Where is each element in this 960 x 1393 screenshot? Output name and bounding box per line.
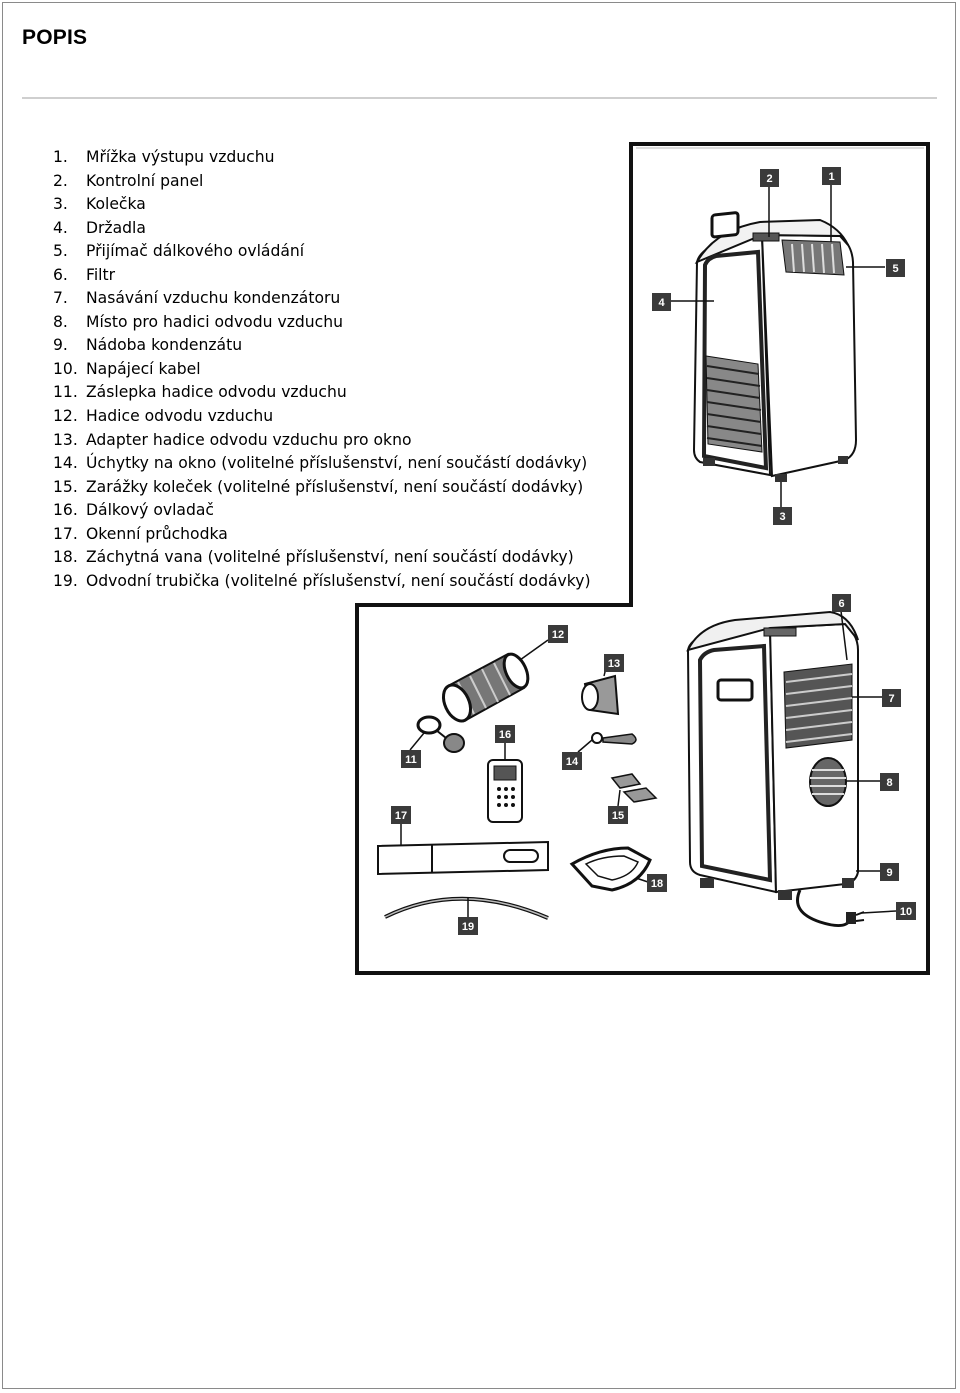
svg-text:3: 3 [779,511,785,523]
list-item: 2.Kontrolní panel [53,171,204,190]
unit-front-view [670,185,885,507]
drip-tray [569,846,652,892]
svg-text:1: 1 [828,171,834,183]
list-item: 13.Adapter hadice odvodu vzduchu pro okn… [53,430,412,449]
svg-text:11: 11 [405,754,417,766]
parts-list: 1.Mřížka výstupu vzduchu 2.Kontrolní pan… [53,146,591,593]
window-clip [577,732,637,753]
callout-19: 19 [458,917,478,935]
list-item: 3.Kolečka [53,195,146,214]
svg-text:8: 8 [886,777,892,789]
list-item: 1.Mřížka výstupu vzduchu [53,148,275,166]
unit-back-view [686,610,897,927]
drain-tube [384,896,549,920]
list-item: 8.Místo pro hadici odvodu vzduchu [53,312,343,331]
callout-6: 6 [832,594,851,612]
list-item: 17.Okenní průchodka [53,524,228,543]
callout-8: 8 [880,773,899,791]
list-item: 10.Napájecí kabel [53,359,201,378]
callout-5: 5 [886,259,905,277]
svg-text:5: 5 [892,263,898,275]
list-item: 7.Nasávání vzduchu kondenzátoru [53,289,341,308]
svg-text:12: 12 [552,629,564,641]
svg-text:13: 13 [608,658,620,670]
window-slider-kit [377,824,549,876]
list-item: 19.Odvodní trubička (volitelné příslušen… [53,571,591,590]
list-item: 18.Záchytná vana (volitelné příslušenstv… [53,548,574,567]
callout-14: 14 [562,752,582,770]
svg-text:4: 4 [658,297,665,309]
callout-1: 1 [822,167,841,185]
callout-10: 10 [896,902,916,920]
list-item: 16.Dálkový ovladač [53,501,215,520]
illustration-frame [355,142,930,975]
window-adapter [581,667,620,716]
list-item: 12.Hadice odvodu vzduchu [53,407,274,426]
svg-text:9: 9 [886,867,892,879]
callout-18: 18 [647,874,667,892]
callout-13: 13 [604,654,624,672]
svg-text:19: 19 [462,921,474,933]
list-item: 4.Držadla [53,218,146,237]
callout-11: 11 [401,750,421,768]
callout-12: 12 [548,625,568,643]
accessories [377,639,658,920]
exhaust-port [809,757,847,807]
condenser-inlet-grille [783,663,853,749]
list-item: 14.Úchytky na okno (volitelné příslušens… [53,454,588,473]
callout-labels: 1 2 3 4 5 6 7 8 9 10 11 12 13 14 15 16 1… [391,167,916,935]
svg-text:6: 6 [838,598,844,610]
list-item: 9.Nádoba kondenzátu [53,336,243,355]
wheel-stoppers [610,773,658,807]
list-item: 6.Filtr [53,265,116,284]
svg-text:18: 18 [651,878,663,890]
svg-text:7: 7 [888,693,894,705]
callout-4: 4 [652,293,671,311]
callout-7: 7 [882,689,901,707]
svg-text:15: 15 [612,810,624,822]
callout-16: 16 [495,725,515,743]
callout-9: 9 [880,863,899,881]
callout-17: 17 [391,806,411,824]
inlet-grille-front [705,355,763,453]
title-divider [22,97,937,99]
list-item: 15.Zarážky koleček (volitelné příslušens… [53,477,584,496]
list-item: 5.Přijímač dálkového ovládání [53,242,305,261]
list-item: 11.Záslepka hadice odvodu vzduchu [53,383,347,402]
remote-control [487,742,523,823]
callout-2: 2 [760,169,779,187]
outlet-grille [781,239,845,276]
svg-text:2: 2 [766,173,772,185]
svg-text:16: 16 [499,729,511,741]
exhaust-hose [441,639,549,723]
hose-cap [409,715,465,753]
svg-text:17: 17 [395,810,407,822]
svg-text:14: 14 [566,756,579,768]
callout-15: 15 [608,806,628,824]
callout-3: 3 [773,507,792,525]
svg-text:10: 10 [900,906,912,918]
page-title: POPIS [22,26,88,49]
